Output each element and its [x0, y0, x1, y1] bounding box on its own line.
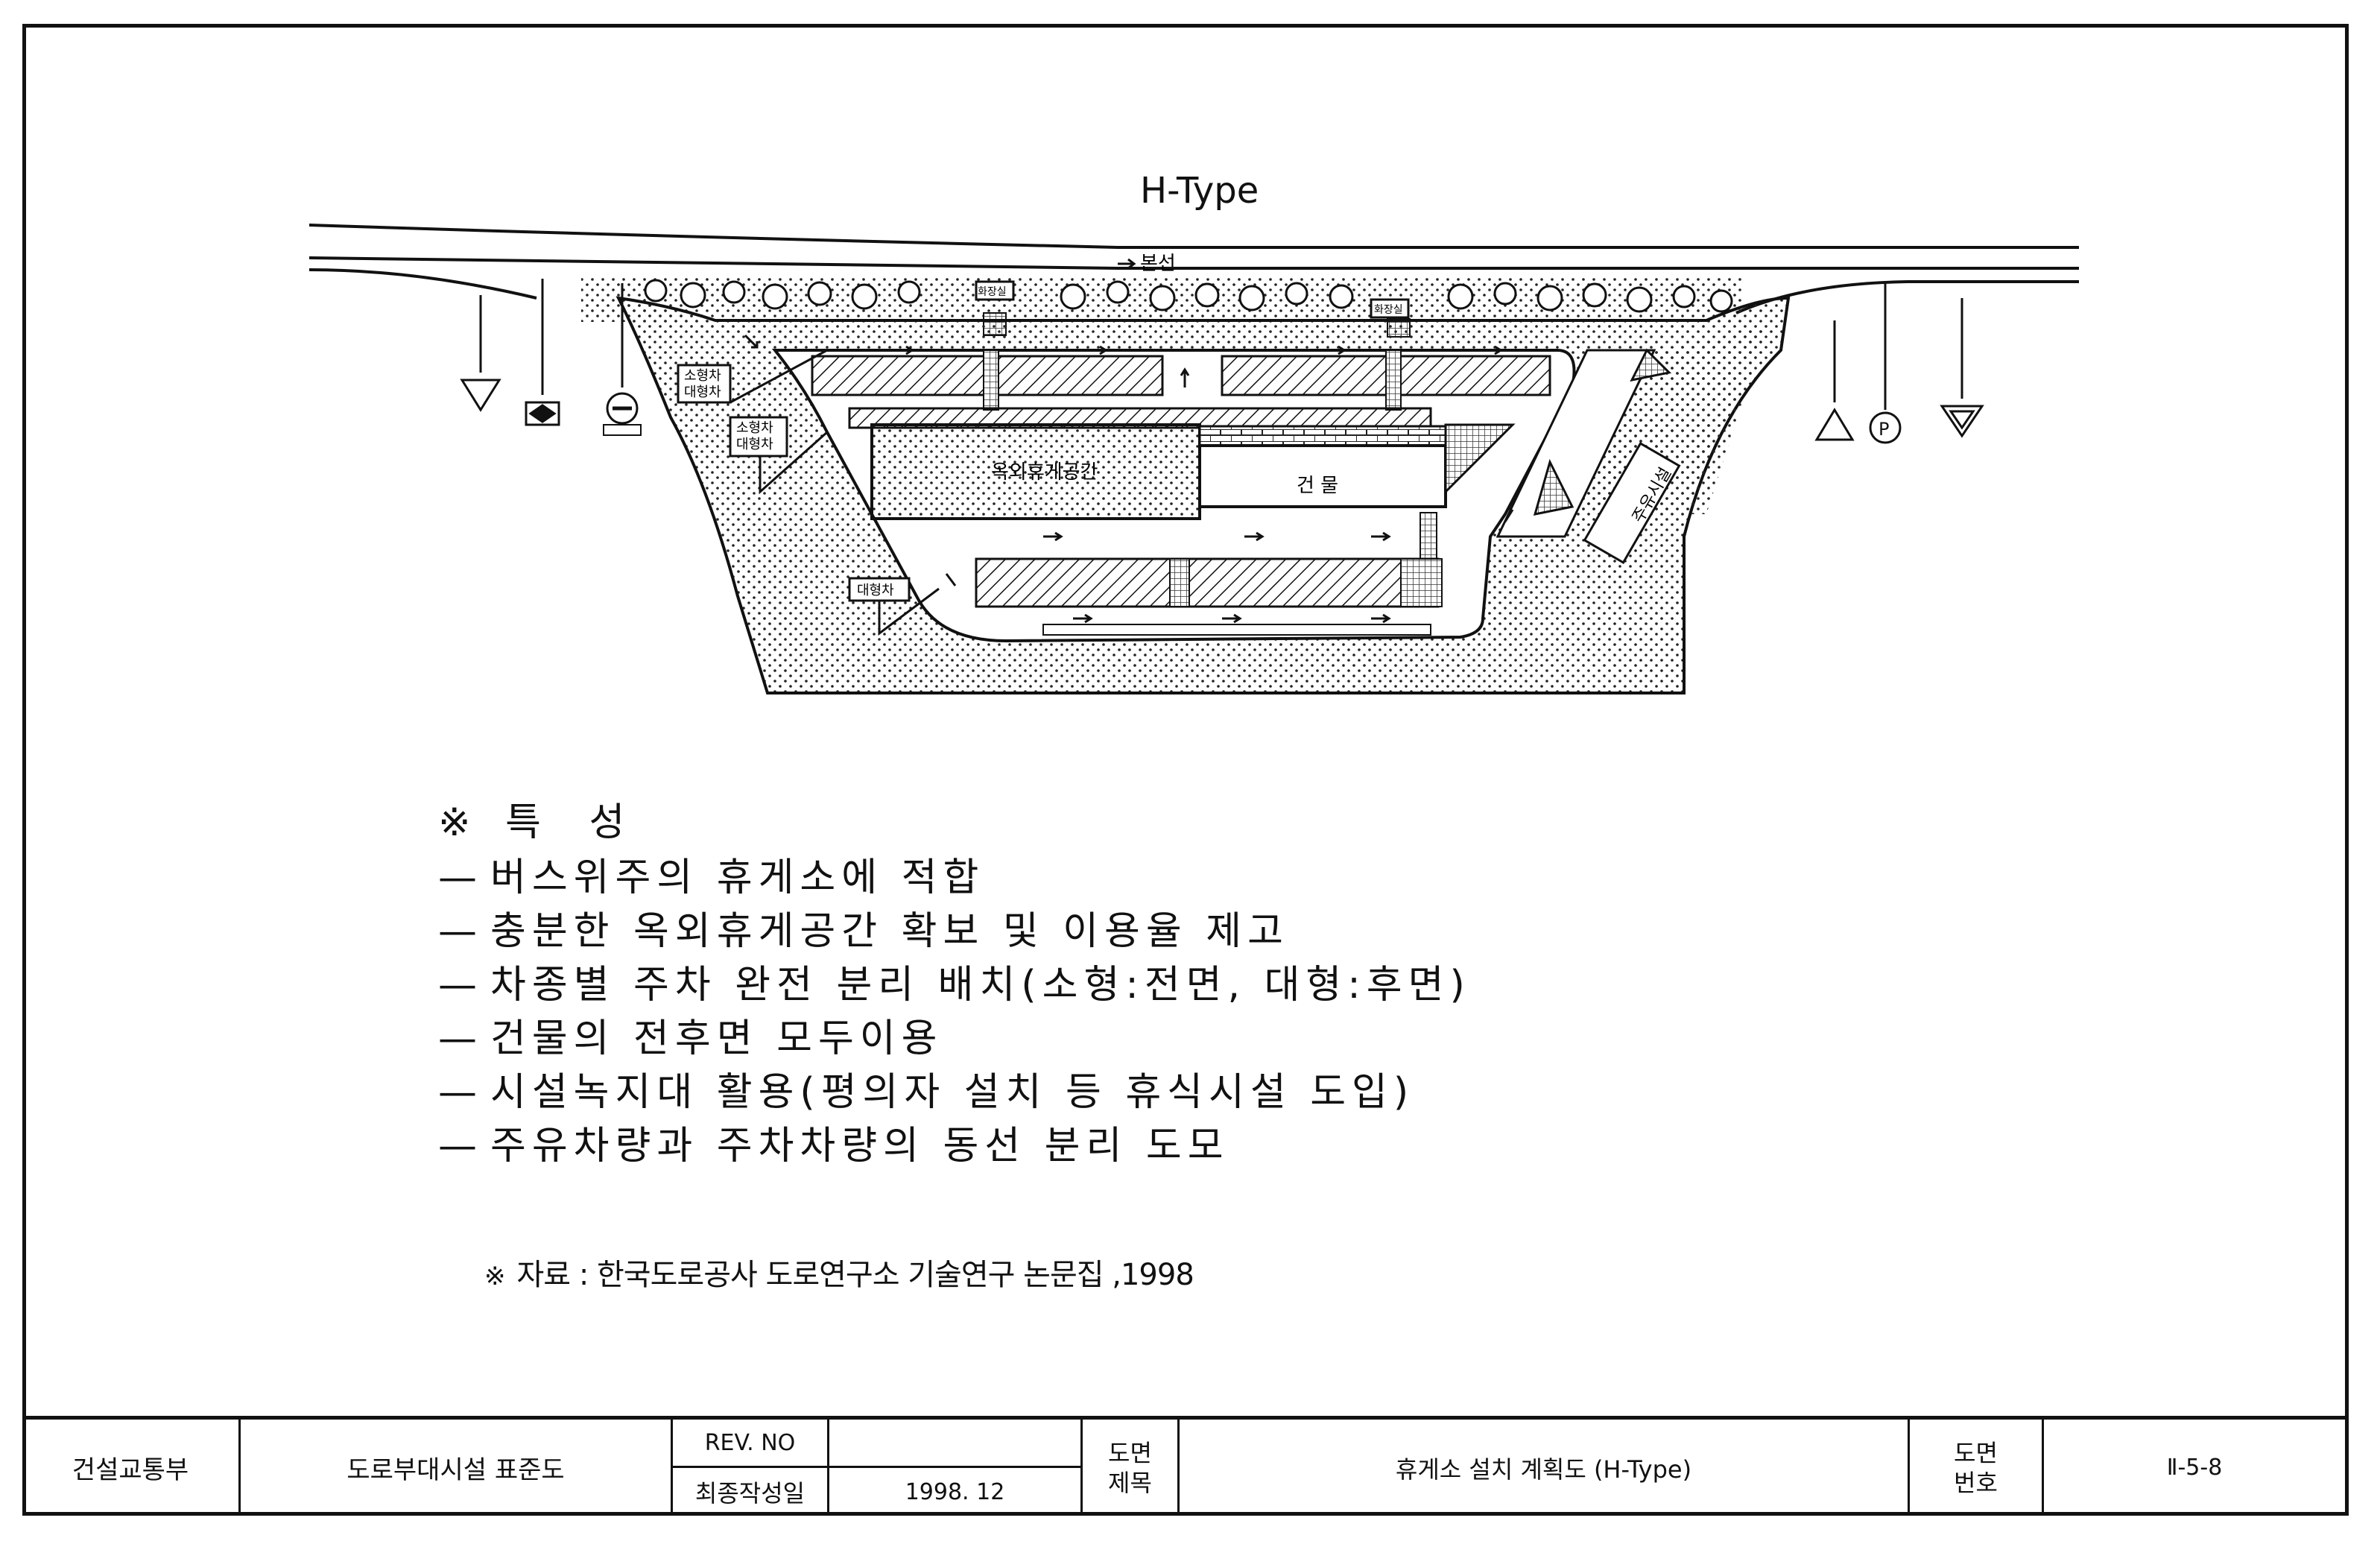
svg-text:소형차: 소형차 — [736, 420, 773, 436]
title-block: 건설교통부 도로부대시설 표준도 REV. NO 최종작성일 1998. 12 … — [22, 1416, 2349, 1516]
document-set: 도로부대시설 표준도 — [346, 1455, 565, 1485]
mainline-label: 본선 — [1140, 253, 1176, 275]
svg-text:화장실: 화장실 — [1374, 304, 1403, 316]
building — [1198, 444, 1447, 508]
drawing-title: H-Type — [1140, 170, 1259, 212]
feature-item: —주유차량과 주차차량의 동선 분리 도모 — [438, 1124, 1229, 1168]
svg-text:대형차: 대형차 — [684, 385, 721, 400]
parking-sign-icon — [1869, 411, 1902, 444]
mainline-edge — [308, 256, 2079, 270]
outdoor-rest-area-label: 옥외휴게공간 — [991, 461, 1098, 484]
feature-item: —시설녹지대 활용(평의자 설치 등 휴식시설 도입) — [438, 1070, 1415, 1115]
feature-item: —버스위주의 휴게소에 적합 — [438, 855, 985, 900]
feature-item: —건물의 전후면 모두이용 — [438, 1016, 943, 1061]
features-title: 특 성 — [505, 800, 643, 845]
drawing-title-value: 휴게소 설치 계획도 (H-Type) — [1395, 1455, 1692, 1484]
svg-text:대형차: 대형차 — [736, 437, 773, 452]
warning-sign-icon — [1814, 408, 1855, 441]
building-label: 건 물 — [1297, 475, 1338, 497]
drawing-number-label: 도면 번호 — [1954, 1438, 1998, 1497]
traffic-arrows — [744, 334, 1514, 624]
drawing-title-label: 도면 제목 — [1108, 1438, 1152, 1497]
feature-item: —충분한 옥외휴게공간 확보 및 이용율 제고 — [438, 909, 1289, 954]
organization: 건설교통부 — [72, 1455, 189, 1485]
reference-mark: ※ — [438, 800, 471, 845]
fuel-facility — [1583, 441, 1681, 565]
features-heading: ※ 특 성 — [438, 796, 1471, 849]
rear-parking — [975, 557, 1440, 608]
site-plan: 본선 옥외휴게공간 건 물 주유시설 소형차 대형차 — [308, 224, 2079, 695]
yield-sign-icon — [460, 379, 501, 412]
source-mark: ※ — [484, 1262, 505, 1291]
parking-signs: 소형차 대형차 소형차 대형차 대형차 화장실 화장실 — [677, 286, 1403, 602]
source-note: ※ 자료 : 한국도로공사 도로연구소 기술연구 논문집 ,1998 — [484, 1250, 1194, 1294]
source-text: 자료 : 한국도로공사 도로연구소 기술연구 논문집 ,1998 — [516, 1258, 1194, 1292]
rev-value — [829, 1420, 1080, 1466]
tree-row — [644, 279, 1733, 313]
drawing-number: Ⅱ-5-8 — [2166, 1455, 2223, 1481]
feature-item: —차종별 주차 완전 분리 배치(소형:전면, 대형:후면) — [438, 963, 1471, 1007]
date-label: 최종작성일 — [694, 1479, 806, 1507]
mainline-edge — [308, 224, 2079, 249]
date-value: 1998. 12 — [905, 1478, 1005, 1505]
svg-text:소형차: 소형차 — [684, 368, 721, 384]
drawing-sheet — [22, 24, 2349, 1516]
features-section: ※ 특 성 —버스위주의 휴게소에 적합 —충분한 옥외휴게공간 확보 및 이용… — [438, 796, 1471, 1173]
svg-text:화장실: 화장실 — [978, 286, 1007, 298]
svg-text:대형차: 대형차 — [857, 583, 894, 598]
rev-label: REV. NO — [704, 1429, 796, 1456]
svg-text:P: P — [1879, 419, 1889, 440]
